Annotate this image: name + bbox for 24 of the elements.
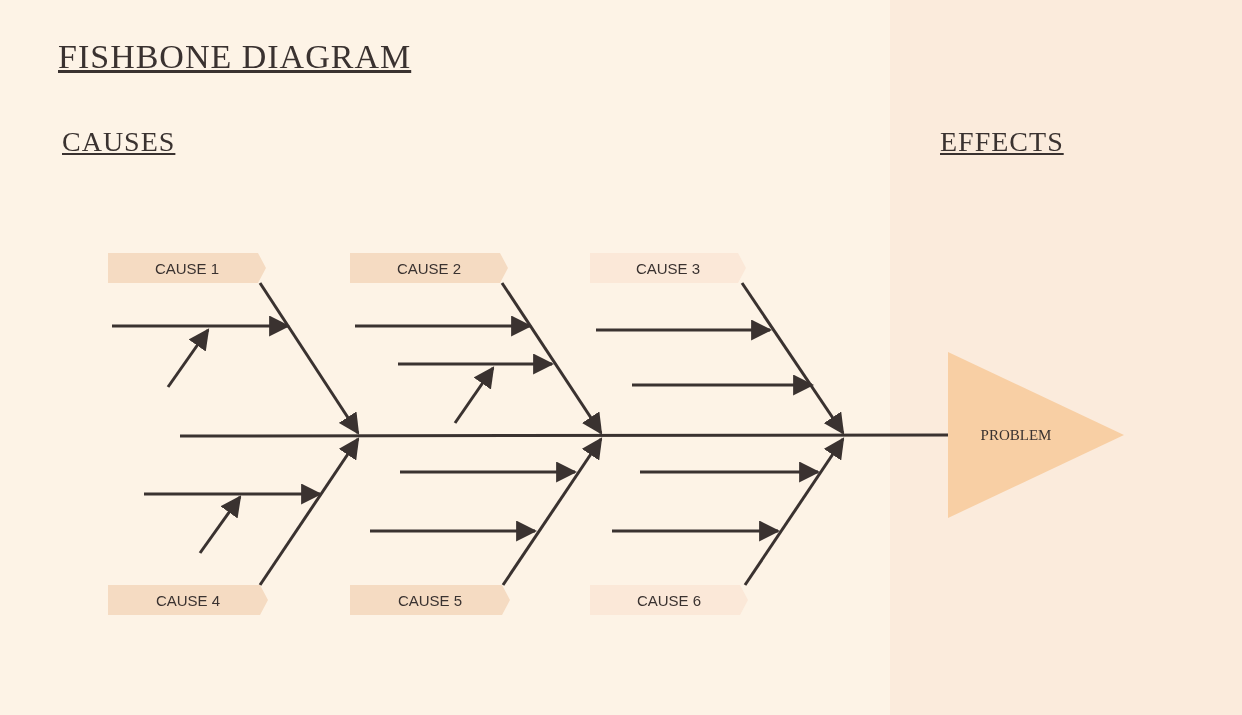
- cause-label: CAUSE 1: [154, 259, 220, 277]
- cause-tag: [350, 253, 508, 283]
- problem-label: PROBLEM: [980, 426, 1052, 444]
- section-heading: EFFECTS: [940, 126, 1064, 158]
- cause-label: CAUSE 5: [397, 591, 463, 609]
- cause-bone-arrow: [258, 437, 360, 586]
- cause-bone-arrow: [258, 282, 360, 435]
- title: FISHBONE DIAGRAM: [58, 38, 412, 76]
- cause-bone-arrow: [500, 282, 603, 435]
- section-heading: CAUSES: [62, 126, 176, 158]
- cause-label: CAUSE 6: [636, 591, 702, 609]
- effect-triangle: [948, 352, 1124, 518]
- cause-label: CAUSE 3: [635, 259, 701, 277]
- cause-tag: [350, 585, 510, 615]
- spine-line: [180, 433, 948, 438]
- cause-bone-arrow: [501, 437, 603, 586]
- cause-label: CAUSE 2: [396, 259, 462, 277]
- cause-bone-arrow: [740, 282, 845, 435]
- cause-tag: [590, 253, 746, 283]
- cause-label: CAUSE 4: [155, 591, 221, 609]
- cause-tag: [108, 585, 268, 615]
- cause-tag: [590, 585, 748, 615]
- cause-tag: [108, 253, 266, 283]
- cause-bone-arrow: [743, 437, 845, 586]
